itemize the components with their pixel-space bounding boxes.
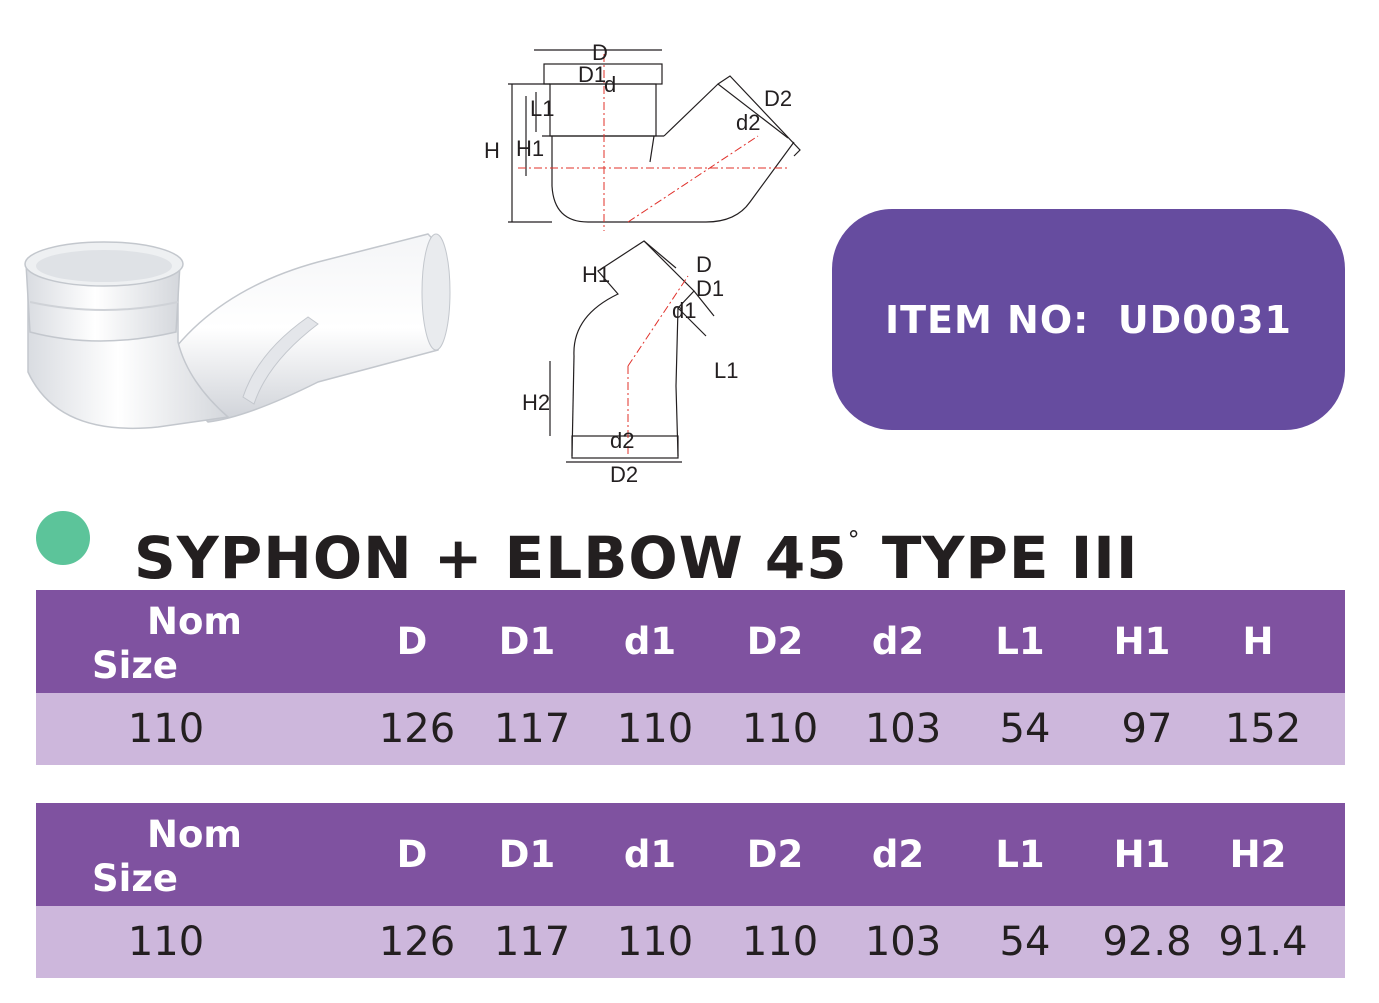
svg-text:H1: H1 xyxy=(582,262,610,287)
header-cell: D2 xyxy=(746,620,804,663)
technical-diagram: D D1 d L1 H H1 D2 d2 H1 D D1 d1 L1 H2 d2… xyxy=(484,40,801,487)
value-cell: 110 xyxy=(616,706,694,752)
header-cell: d1 xyxy=(623,833,677,876)
value-cell: 110 xyxy=(127,706,205,752)
svg-text:D1: D1 xyxy=(696,276,724,301)
value-cell: 152 xyxy=(1224,706,1302,752)
value-cell: 103 xyxy=(864,919,942,965)
svg-text:d2: d2 xyxy=(610,428,634,453)
header-cell: D xyxy=(396,620,428,663)
header-cell: D xyxy=(396,833,428,876)
value-cell: 54 xyxy=(999,706,1051,752)
svg-text:d2: d2 xyxy=(736,110,760,135)
svg-text:D: D xyxy=(592,40,608,65)
value-cell: 117 xyxy=(493,706,571,752)
svg-text:d: d xyxy=(604,72,616,97)
nom-label: Nom xyxy=(147,600,242,643)
header-cell: d2 xyxy=(871,620,925,663)
value-cell: 103 xyxy=(864,706,942,752)
table-header: Nom Size D D1 d1 D2 d2 L1 H1 H2 xyxy=(36,803,1345,906)
svg-text:H: H xyxy=(484,138,500,163)
value-cell: 110 xyxy=(127,919,205,965)
value-cell: 92.8 xyxy=(1102,919,1192,965)
header-cell: L1 xyxy=(995,833,1045,876)
header-cell: d2 xyxy=(871,833,925,876)
title-main: SYPHON + ELBOW 45 xyxy=(134,524,848,592)
value-cell: 97 xyxy=(1121,706,1173,752)
svg-text:D2: D2 xyxy=(764,86,792,111)
svg-text:H1: H1 xyxy=(516,136,544,161)
spec-table-elbow: Nom Size D D1 d1 D2 d2 L1 H1 H2 110 126 … xyxy=(36,803,1345,978)
svg-text:D2: D2 xyxy=(610,462,638,487)
item-number-badge: ITEM NO: UD0031 xyxy=(832,209,1345,430)
header-cell: D1 xyxy=(498,620,556,663)
header-cell: H1 xyxy=(1113,833,1171,876)
value-cell: 54 xyxy=(999,919,1051,965)
svg-text:D1: D1 xyxy=(578,62,606,87)
header-cell: H xyxy=(1242,620,1274,663)
header-cell: d1 xyxy=(623,620,677,663)
table-row: 110 126 117 110 110 103 54 97 152 xyxy=(36,693,1345,765)
svg-text:L1: L1 xyxy=(714,358,738,383)
header-cell: H1 xyxy=(1113,620,1171,663)
header-cell: L1 xyxy=(995,620,1045,663)
product-photo xyxy=(24,233,451,430)
bullet-dot xyxy=(36,511,90,565)
value-cell: 91.4 xyxy=(1218,919,1308,965)
svg-text:H2: H2 xyxy=(522,390,550,415)
svg-text:L1: L1 xyxy=(530,96,554,121)
header-cell: D2 xyxy=(746,833,804,876)
value-cell: 126 xyxy=(378,706,456,752)
table-header: Nom Size D D1 d1 D2 d2 L1 H1 H xyxy=(36,590,1345,693)
spec-table-syphon: Nom Size D D1 d1 D2 d2 L1 H1 H 110 126 1… xyxy=(36,590,1345,765)
table-row: 110 126 117 110 110 103 54 92.8 91.4 xyxy=(36,906,1345,978)
title-suffix: TYPE III xyxy=(860,524,1139,592)
value-cell: 117 xyxy=(493,919,571,965)
nom-label: Nom xyxy=(147,813,242,856)
value-cell: 110 xyxy=(741,919,819,965)
product-title: SYPHON + ELBOW 45° TYPE III xyxy=(134,504,1138,592)
size-label: Size xyxy=(92,857,178,900)
value-cell: 126 xyxy=(378,919,456,965)
value-cell: 110 xyxy=(616,919,694,965)
header-cell: H2 xyxy=(1229,833,1287,876)
svg-text:d1: d1 xyxy=(672,298,696,323)
title-degree: ° xyxy=(847,526,861,554)
size-label: Size xyxy=(92,644,178,687)
value-cell: 110 xyxy=(741,706,819,752)
header-cell: D1 xyxy=(498,833,556,876)
svg-text:D: D xyxy=(696,252,712,277)
